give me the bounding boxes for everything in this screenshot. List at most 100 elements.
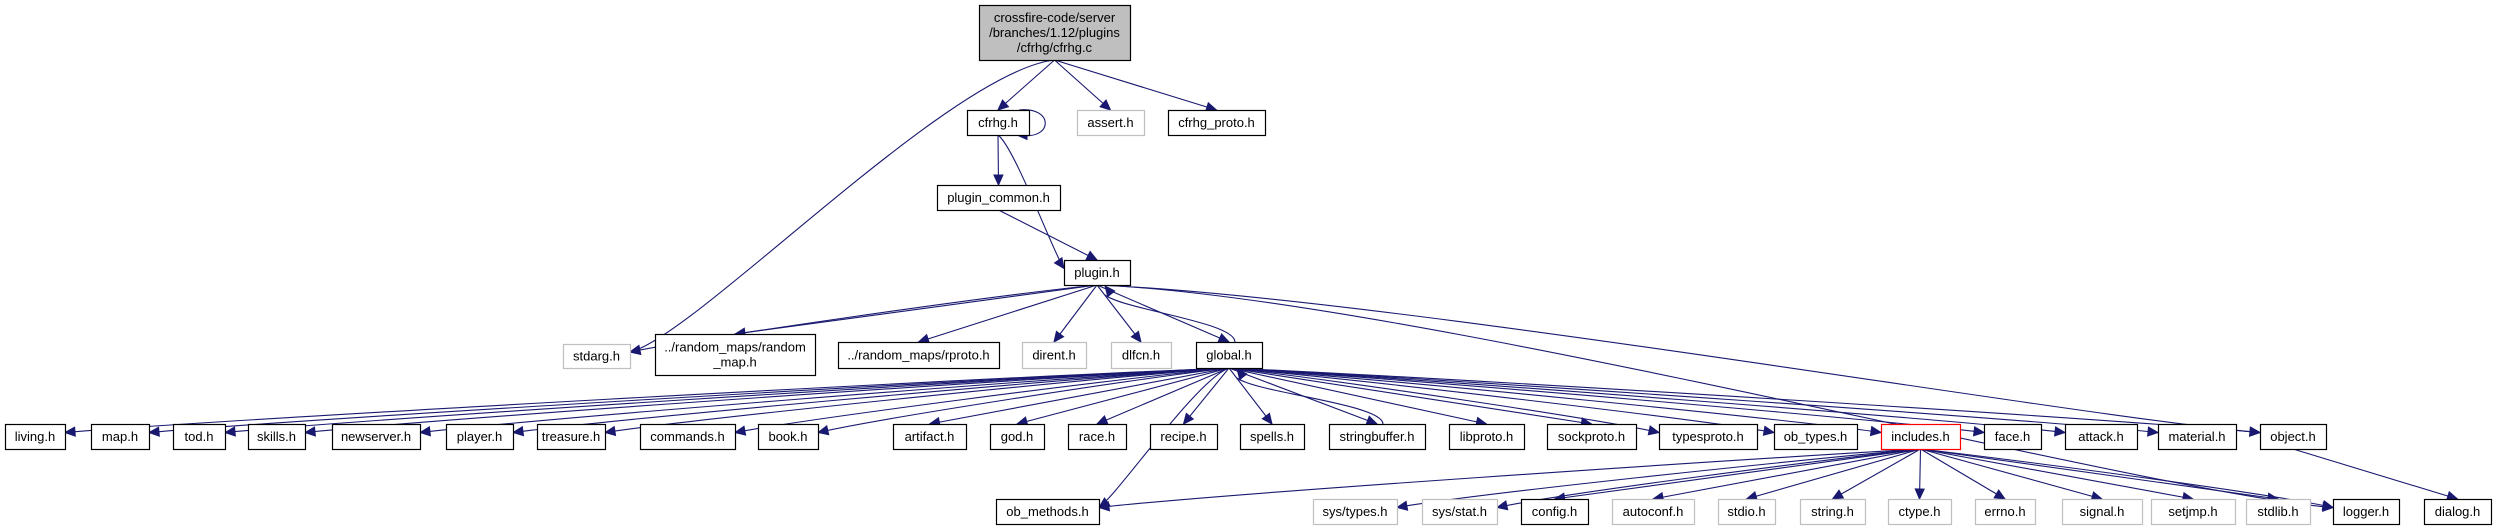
node-map-h[interactable]: map.h: [90, 423, 151, 451]
edge-line: [1652, 448, 1921, 500]
node-living-h[interactable]: living.h: [4, 423, 67, 451]
arrowhead: [1104, 285, 1116, 298]
node-label: stdarg.h: [573, 349, 620, 364]
node-label: /branches/1.12/plugins: [989, 25, 1120, 40]
node-libproto-h[interactable]: libproto.h: [1448, 423, 1526, 451]
edge-plugin-h-to-object-h: [1096, 284, 2262, 437]
node-setjmp-h[interactable]: setjmp.h: [2150, 498, 2237, 526]
node-box: [1067, 423, 1128, 451]
node-tod-h[interactable]: tod.h: [172, 423, 227, 451]
node-ctype-h[interactable]: ctype.h: [1887, 498, 1953, 526]
node-label: dirent.h: [1032, 348, 1075, 363]
node-label: plugin_common.h: [947, 190, 1050, 205]
edge-line: [1096, 284, 1142, 343]
node-label: book.h: [768, 429, 807, 444]
arrowhead: [2321, 500, 2335, 511]
node-label: attack.h: [2078, 429, 2124, 444]
node-box: [639, 423, 737, 451]
node-global-h[interactable]: global.h: [1195, 341, 1264, 370]
node-sockproto-h[interactable]: sockproto.h: [1546, 423, 1638, 451]
node-dirent-h[interactable]: dirent.h: [1021, 341, 1088, 370]
edge-object-h-to-dialog-h: [2292, 448, 2459, 501]
node-label: plugin.h: [1074, 265, 1120, 280]
node-recipe-h[interactable]: recipe.h: [1149, 423, 1219, 451]
arrowhead: [1053, 256, 1065, 270]
node-label: dlfcn.h: [1122, 348, 1160, 363]
node-random-map-h[interactable]: ../random_maps/random_map.h: [654, 333, 817, 377]
node-label: sys/stat.h: [1432, 504, 1487, 519]
node-plugin-h[interactable]: plugin.h: [1063, 259, 1132, 287]
node-plugin-common-h[interactable]: plugin_common.h: [936, 184, 1062, 212]
arrowhead: [1099, 99, 1112, 111]
node-stdio-h[interactable]: stdio.h: [1717, 498, 1777, 526]
node-box: [989, 423, 1046, 451]
node-sys-stat-h[interactable]: sys/stat.h: [1421, 498, 1499, 526]
node-label: god.h: [1001, 429, 1034, 444]
edge-includes-h-to-ctype-h: [1914, 448, 1925, 501]
node-box: [2259, 423, 2328, 451]
node-face-h[interactable]: face.h: [1983, 423, 2043, 451]
node-label: race.h: [1079, 429, 1115, 444]
node-treasure-h[interactable]: treasure.h: [536, 423, 607, 451]
node-material-h[interactable]: material.h: [2157, 423, 2238, 451]
node-cfrhg-h[interactable]: cfrhg.h: [966, 109, 1031, 137]
node-artifact-h[interactable]: artifact.h: [892, 423, 968, 451]
node-sys-types-h[interactable]: sys/types.h: [1312, 498, 1399, 526]
edge-line: [1746, 448, 1921, 500]
node-stringbuffer-h[interactable]: stringbuffer.h: [1328, 423, 1427, 451]
node-object-h[interactable]: object.h: [2259, 423, 2328, 451]
node-ob-methods-h[interactable]: ob_methods.h: [995, 498, 1101, 526]
node-spells-h[interactable]: spells.h: [1239, 423, 1306, 451]
node-skills-h[interactable]: skills.h: [247, 423, 307, 451]
arrowhead: [1972, 425, 1986, 437]
node-dlfcn-h[interactable]: dlfcn.h: [1110, 341, 1173, 370]
node-box: [247, 423, 307, 451]
node-box: [1312, 498, 1399, 526]
node-box: [1328, 423, 1427, 451]
node-includes-h[interactable]: includes.h: [1880, 423, 1962, 451]
node-stdarg-h[interactable]: stdarg.h: [562, 343, 632, 370]
arrowhead: [1869, 425, 1883, 437]
node-newserver-h[interactable]: newserver.h: [331, 423, 422, 451]
node-box: [757, 423, 820, 451]
node-logger-h[interactable]: logger.h: [2332, 498, 2401, 526]
edge-line: [1228, 367, 1592, 425]
node-race-h[interactable]: race.h: [1067, 423, 1128, 451]
arrowhead: [63, 426, 76, 437]
node-signal-h[interactable]: signal.h: [2061, 498, 2144, 526]
node-label: commands.h: [650, 429, 724, 444]
node-label: face.h: [1995, 429, 2030, 444]
node-label: map.h: [102, 429, 138, 444]
edge-line: [1054, 59, 1111, 111]
node-box: [2332, 498, 2401, 526]
node-box: [2064, 423, 2139, 451]
node-rproto-h[interactable]: ../random_maps/rproto.h: [837, 341, 1001, 370]
node-string-h[interactable]: string.h: [1799, 498, 1867, 526]
node-typesproto-h[interactable]: typesproto.h: [1658, 423, 1759, 451]
edge-line: [1554, 448, 1921, 500]
node-label: global.h: [1206, 348, 1252, 363]
node-config-h[interactable]: config.h: [1520, 498, 1590, 526]
node-attack-h[interactable]: attack.h: [2064, 423, 2139, 451]
arrowhead: [1236, 368, 1248, 381]
arrowhead: [816, 425, 830, 436]
node-god-h[interactable]: god.h: [989, 423, 1046, 451]
node-stdlib-h[interactable]: stdlib.h: [2245, 498, 2312, 526]
node-label: object.h: [2270, 429, 2316, 444]
node-autoconf-h[interactable]: autoconf.h: [1611, 498, 1696, 526]
node-label: ../random_maps/random: [664, 340, 806, 355]
node-player-h[interactable]: player.h: [445, 423, 515, 451]
node-assert-h[interactable]: assert.h: [1076, 109, 1146, 137]
node-book-h[interactable]: book.h: [757, 423, 820, 451]
node-dialog-h[interactable]: dialog.h: [2423, 498, 2493, 526]
node-ob-types-h[interactable]: ob_types.h: [1773, 423, 1859, 451]
node-box: [995, 498, 1101, 526]
node-label: config.h: [1532, 504, 1578, 519]
node-cfrhg-proto-h[interactable]: cfrhg_proto.h: [1167, 109, 1267, 137]
node-errno-h[interactable]: errno.h: [1974, 498, 2037, 526]
node-box: [966, 109, 1031, 137]
edge-includes-h-to-stdlib-h: [1920, 448, 2280, 503]
edge-global-h-to-recipe-h: [1182, 367, 1230, 425]
node-commands-h[interactable]: commands.h: [639, 423, 737, 451]
node-root[interactable]: crossfire-code/server/branches/1.12/plug…: [978, 4, 1132, 62]
